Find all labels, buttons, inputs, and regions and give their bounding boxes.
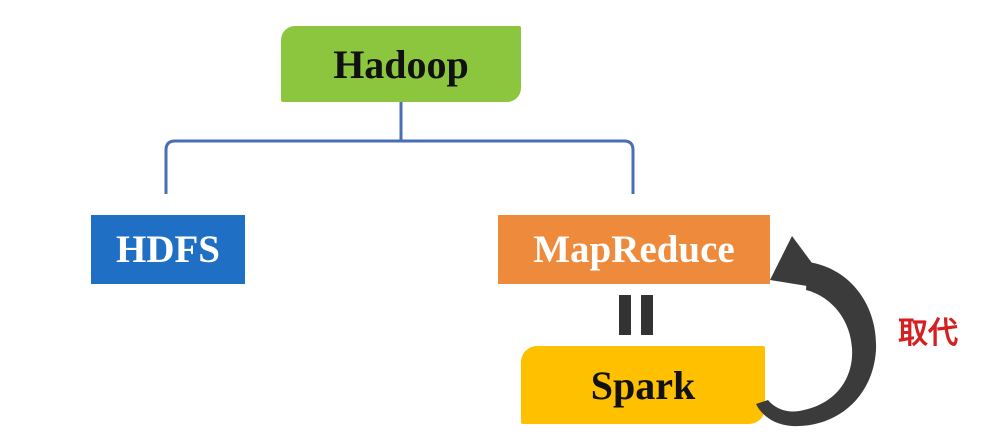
- node-spark: Spark: [521, 346, 765, 424]
- node-mapreduce: MapReduce: [498, 215, 770, 284]
- node-hadoop: Hadoop: [281, 26, 521, 102]
- node-hdfs-label: HDFS: [115, 228, 220, 271]
- curved-arrow-head: [770, 236, 832, 290]
- node-hdfs: HDFS: [91, 215, 245, 284]
- connector-branch: [164, 139, 635, 194]
- equals-bar-right: [641, 295, 653, 335]
- curved-arrow-body: [756, 262, 877, 427]
- replace-label: 取代: [898, 316, 958, 351]
- equals-sign-icon: [619, 295, 653, 335]
- node-spark-label: Spark: [590, 362, 696, 408]
- node-hadoop-label: Hadoop: [333, 41, 469, 87]
- equals-bar-left: [619, 295, 631, 335]
- node-mapreduce-label: MapReduce: [533, 228, 735, 271]
